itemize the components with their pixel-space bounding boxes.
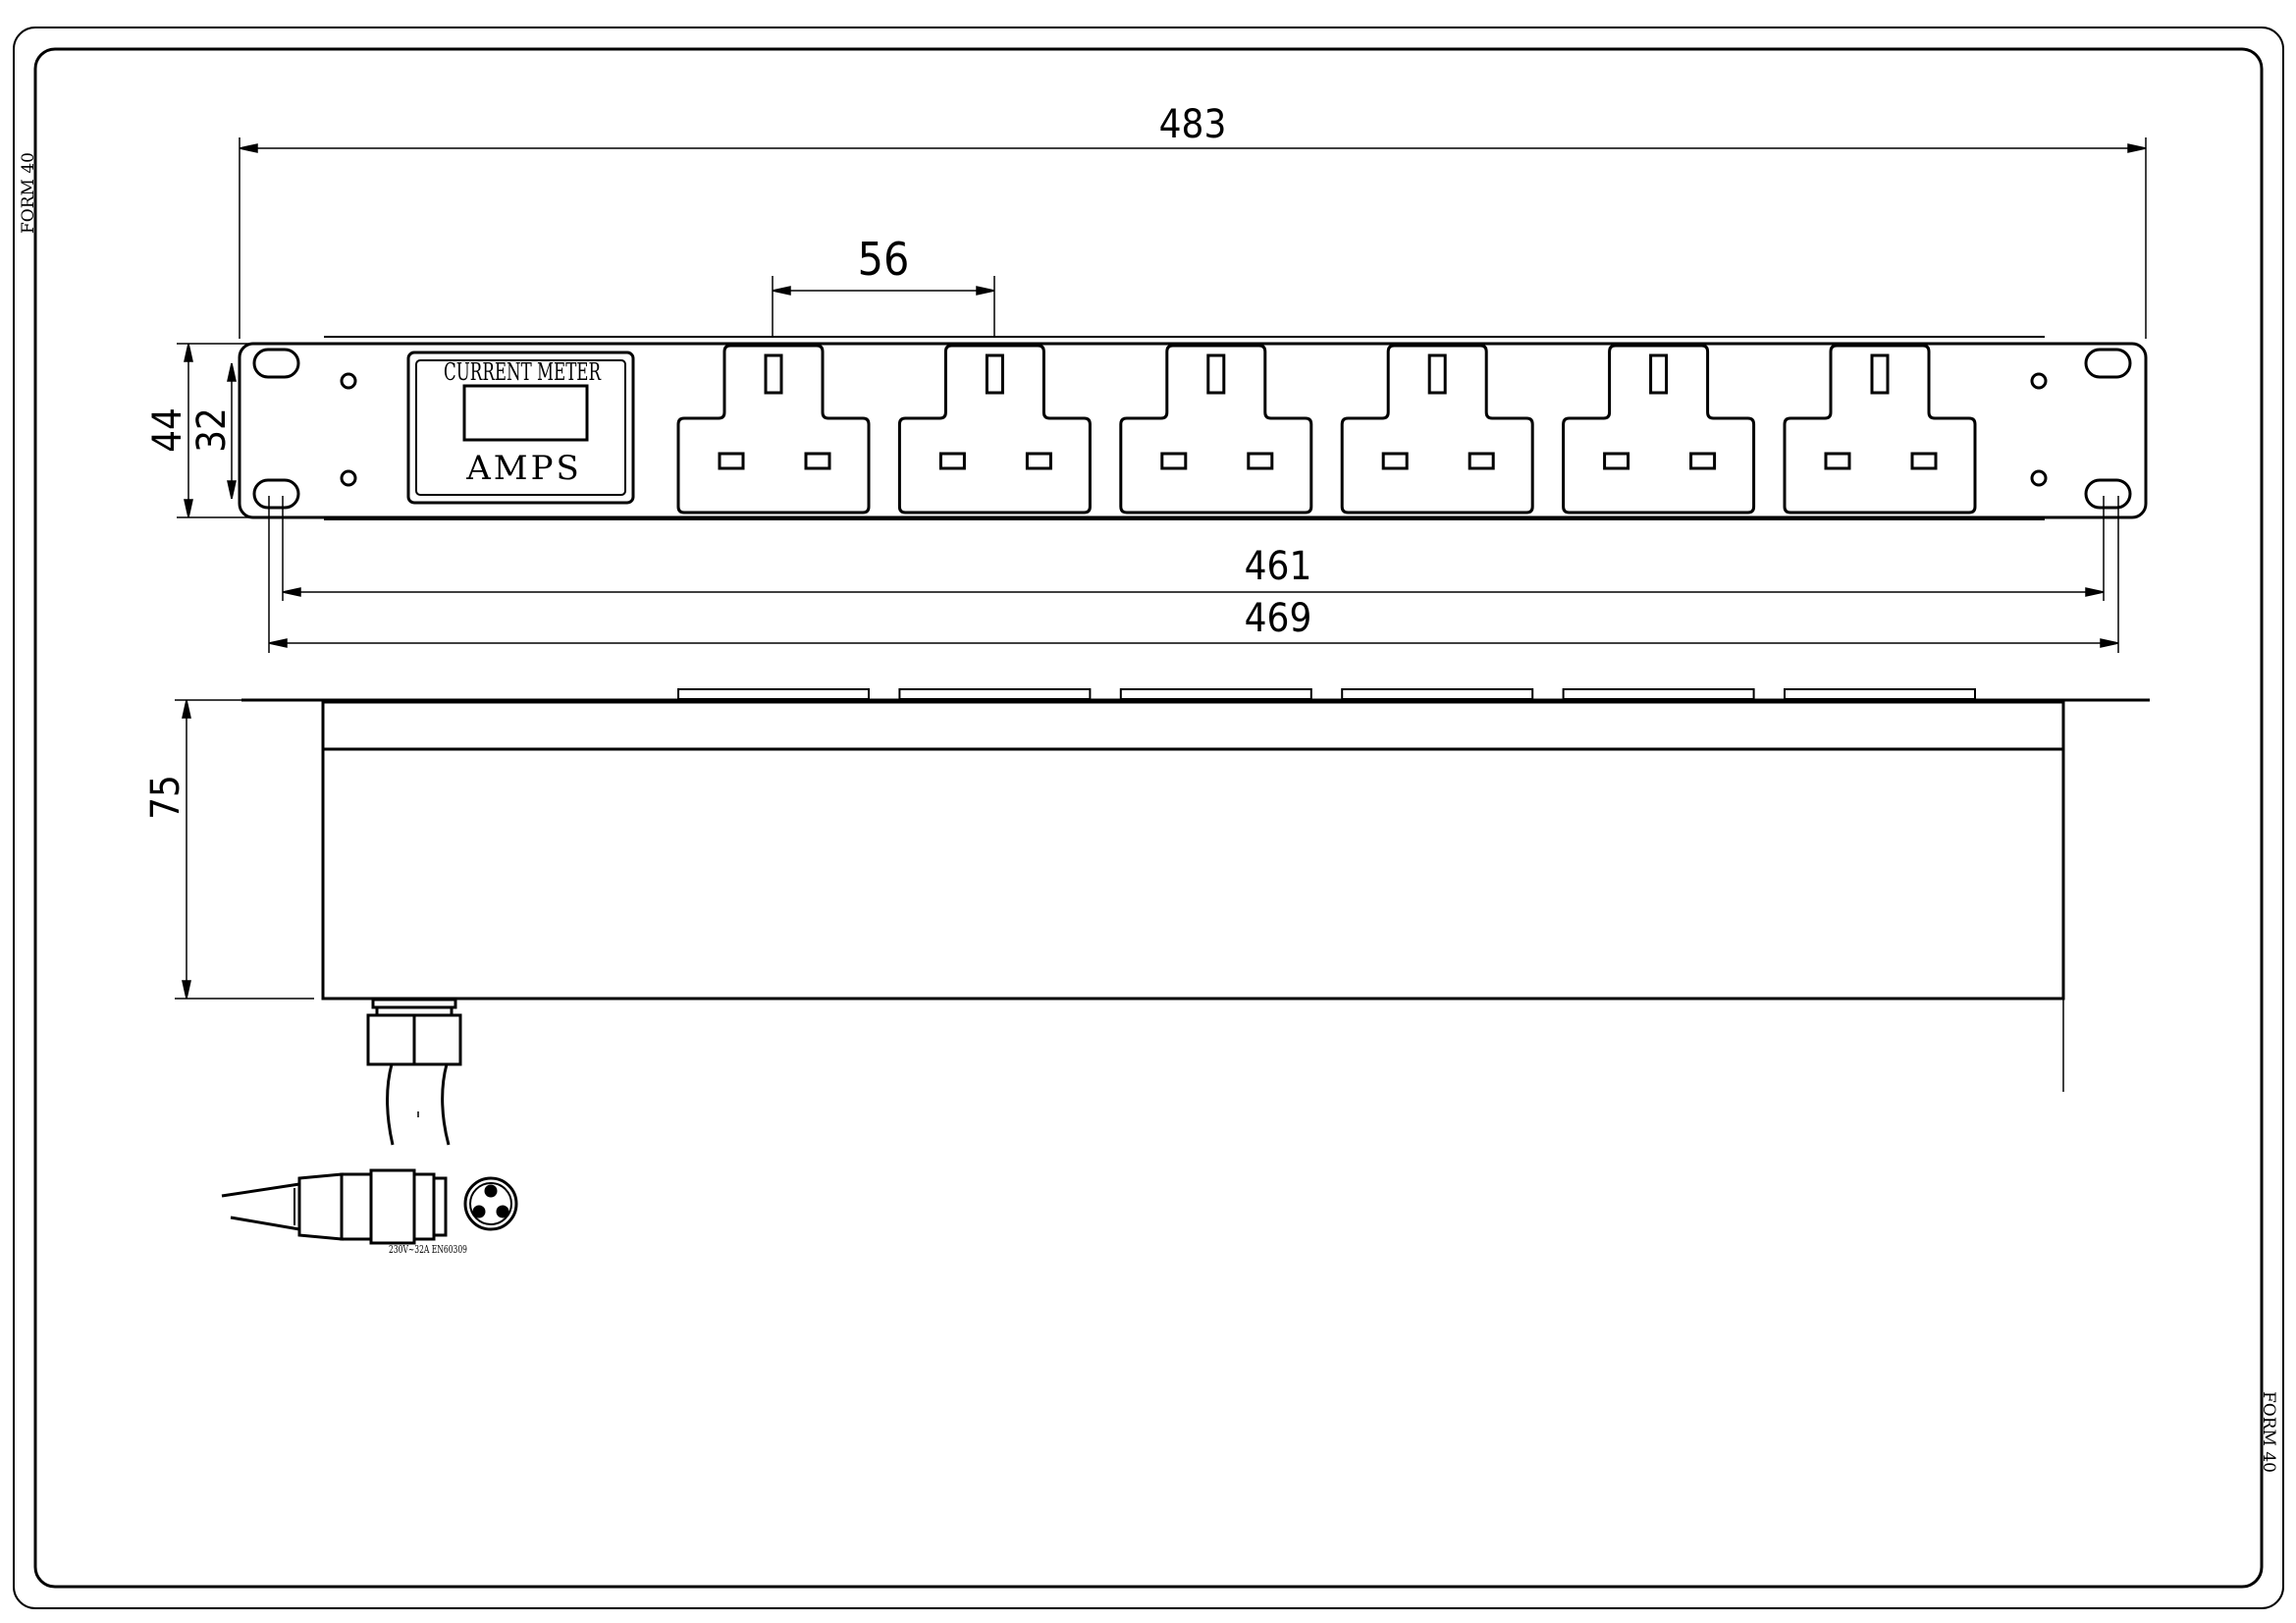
neutral-slot <box>1603 452 1630 470</box>
power-cable <box>386 1063 451 1146</box>
socket-row <box>676 344 1977 514</box>
uk-socket-5 <box>1562 344 1756 514</box>
dimension-socket-pitch <box>772 276 995 336</box>
dim-32-label: 32 <box>189 407 235 453</box>
mounting-slots <box>252 348 2132 510</box>
panel-holes <box>340 372 2048 487</box>
plug-rating-label: 230V~32A EN60309 <box>389 1243 467 1256</box>
dim-75-label: 75 <box>143 775 188 820</box>
dim-461-label: 461 <box>1245 544 1312 589</box>
current-meter: CURRENT METER AMPS <box>406 351 635 505</box>
socket-top-outline <box>898 688 1092 700</box>
earth-slot <box>1649 353 1669 395</box>
dim-44-label: 44 <box>145 407 190 453</box>
uk-socket-1 <box>676 344 871 514</box>
earth-slot <box>1427 353 1447 395</box>
live-slot <box>1468 452 1495 470</box>
meter-header: CURRENT METER <box>444 358 602 386</box>
neutral-slot <box>938 452 966 470</box>
dimension-overall-width <box>239 137 2147 339</box>
uk-socket-3 <box>1119 344 1313 514</box>
dim-56-label: 56 <box>858 233 910 286</box>
neutral-slot <box>718 452 745 470</box>
dim-469-label: 469 <box>1245 596 1312 641</box>
socket-top-outline <box>677 688 870 700</box>
dimension-depth <box>175 699 314 1000</box>
form-label-left: FORM 40 <box>19 152 38 234</box>
socket-outline <box>1119 344 1313 514</box>
plug-pin-face <box>463 1176 518 1231</box>
socket-outline <box>1783 344 1977 514</box>
earth-slot <box>1870 353 1890 395</box>
dimension-hole-spacing <box>282 496 2105 601</box>
live-slot <box>1910 452 1938 470</box>
uk-socket-4 <box>1340 344 1534 514</box>
neutral-slot <box>1824 452 1851 470</box>
socket-outline <box>676 344 871 514</box>
dim-483-label: 483 <box>1159 102 1227 147</box>
live-slot <box>804 452 831 470</box>
dimension-heights <box>177 343 255 518</box>
socket-outline <box>1340 344 1534 514</box>
meter-unit: AMPS <box>465 449 582 488</box>
sheet-border <box>13 27 2284 1609</box>
earth-slot <box>985 353 1004 395</box>
live-slot <box>1689 452 1717 470</box>
cable-gland <box>366 998 462 1066</box>
live-slot <box>1025 452 1052 470</box>
socket-tops <box>677 688 1976 700</box>
meter-display <box>462 384 589 442</box>
side-view <box>241 688 2150 1092</box>
form-label-right: FORM 40 <box>2259 1391 2278 1473</box>
earth-slot <box>1206 353 1226 395</box>
industrial-plug <box>221 1168 448 1245</box>
live-slot <box>1247 452 1274 470</box>
socket-outline <box>1562 344 1756 514</box>
socket-top-outline <box>1784 688 1976 700</box>
enclosure-body <box>321 700 2065 1001</box>
socket-top-outline <box>1562 688 1755 700</box>
dimension-hole-outer <box>268 496 2119 653</box>
front-view: CURRENT METER AMPS 483 56 <box>145 102 2148 653</box>
socket-top-outline <box>1341 688 1534 700</box>
neutral-slot <box>1160 452 1188 470</box>
socket-top-outline <box>1119 688 1312 700</box>
neutral-slot <box>1381 452 1409 470</box>
socket-outline <box>897 344 1092 514</box>
uk-socket-2 <box>897 344 1092 514</box>
earth-slot <box>764 353 783 395</box>
uk-socket-6 <box>1783 344 1977 514</box>
